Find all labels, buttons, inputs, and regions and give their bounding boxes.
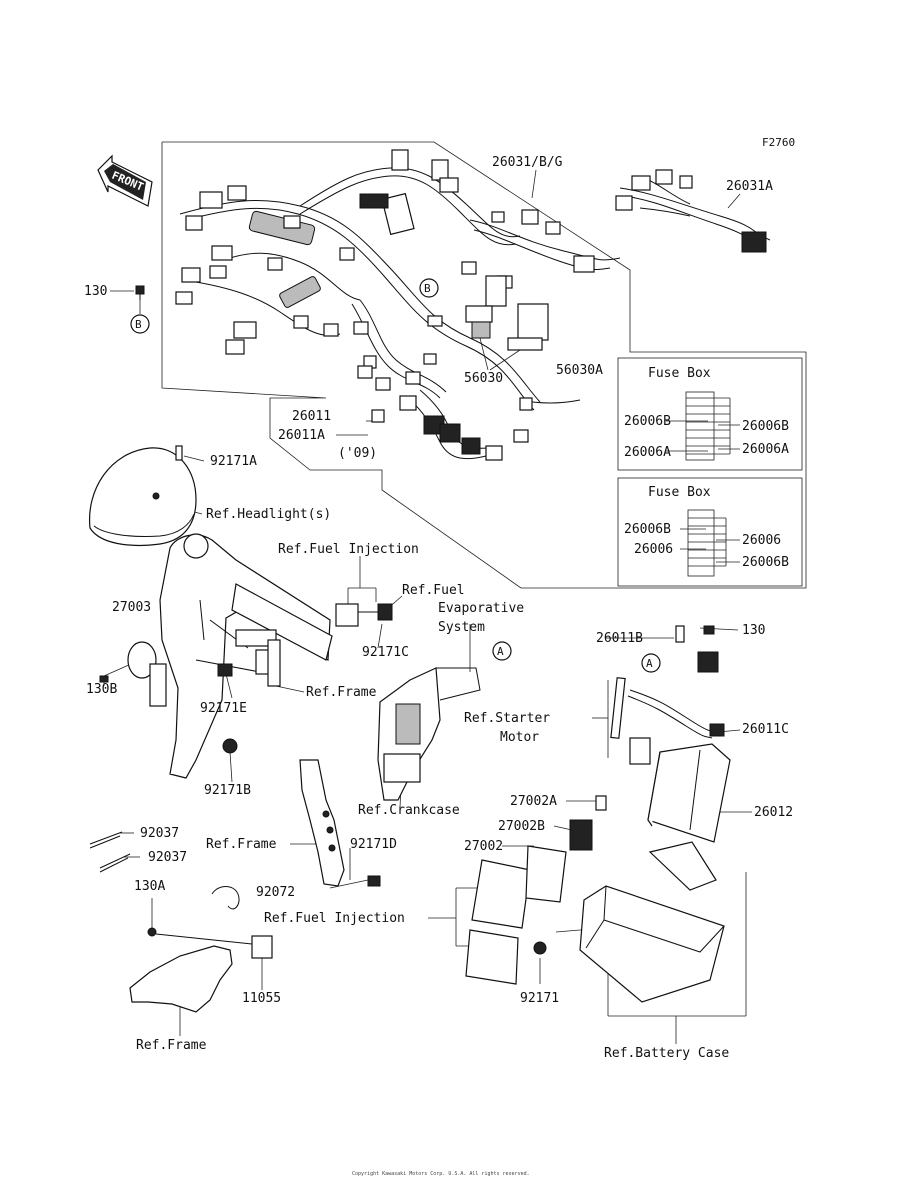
label-ref-headlight: Ref.Headlight(s) [206,507,331,522]
label-ref-fuel-injection-2: Ref.Fuel Injection [264,911,405,926]
label-92171e: 92171E [200,701,247,716]
fuse-box-2: Fuse Box 26006B 26006 26006 26006B [617,477,803,587]
label-27003: 27003 [112,600,151,615]
clip-92171c [335,603,393,627]
main-harness [175,149,621,461]
label-92171: 92171 [520,991,559,1006]
fuse-box-1: Fuse Box 26006B 26006A 26006B 26006A [617,357,803,471]
label-130b: 130B [86,682,117,697]
label-ref-fuel-injection-1: Ref.Fuel Injection [278,542,419,557]
label-26031bg: 26031/B/G [492,155,563,170]
label-27002b: 27002B [498,819,545,834]
fuse-box-1-right-bottom: 26006A [742,442,789,457]
label-92171b: 92171B [204,783,251,798]
svg-text:A: A [646,657,653,670]
marker-a-2: A [641,653,661,673]
label-26031a: 26031A [726,179,773,194]
fuse-box-2-right-top: 26006 [742,533,781,548]
frame-bracket-middle [299,759,381,887]
label-56030a: 56030A [556,363,603,378]
svg-text:B: B [135,318,142,331]
harness-group-outline [161,141,807,589]
front-arrow-icon: FRONT [97,154,153,207]
copyright-footer: Copyright Kawasaki Motors Corp. U.S.A. A… [352,1171,530,1177]
fuse-box-2-left-top: 26006B [624,522,671,537]
label-26011a: 26011A [278,428,325,443]
band-92037 [89,831,131,873]
label-130a: 130A [134,879,165,894]
battery-26012 [647,743,731,843]
ecu-27002 [465,795,607,985]
fuse-box-1-right-top: 26006B [742,419,789,434]
fuse-box-1-left-top: 26006B [624,414,671,429]
label-92171d: 92171D [350,837,397,852]
label-ref-starter-1: Ref.Starter [464,711,550,726]
marker-b-2: B [419,278,439,298]
label-26012: 26012 [754,805,793,820]
label-ref-starter-2: Motor [500,730,539,745]
fuse-box-2-left-bottom: 26006 [634,542,673,557]
fuse-box-2-right-bottom: 26006B [742,555,789,570]
label-130-d: 130 [742,623,765,638]
label-92037-a: 92037 [140,826,179,841]
label-ref-frame-3: Ref.Frame [136,1038,207,1053]
clamp-92072 [211,886,240,910]
bracket-11055 [129,927,273,1013]
figure-id: F2760 [762,136,795,149]
label-56030: 56030 [464,371,503,386]
label-92171a: 92171A [210,454,257,469]
label-26011c: 26011C [742,722,789,737]
svg-text:A: A [497,645,504,658]
label-ref-crankcase: Ref.Crankcase [358,803,460,818]
label-27002a: 27002A [510,794,557,809]
labels: 26031/B/G 26031A 130 56030 56030A 26011 … [84,155,793,1061]
marker-a-1: A [492,641,512,661]
label-ref-frame-1: Ref.Frame [306,685,377,700]
crankcase-bracket [377,667,481,801]
starter-cable [610,625,725,765]
label-11055: 11055 [242,991,281,1006]
label-92037-b: 92037 [148,850,187,865]
fuse-box-1-title: Fuse Box [648,366,711,381]
label-ref-fuel-evap-1: Ref.Fuel [402,583,465,598]
label-ref-fuel-evap-3: System [438,620,485,635]
bolt-130-icon [135,285,145,300]
label-130: 130 [84,284,107,299]
marker-b-1: B [130,314,150,334]
label-ref-fuel-evap-2: Evaporative [438,601,524,616]
label-ref-frame-2: Ref.Frame [206,837,277,852]
label-09: ('09) [338,446,377,461]
fuse-box-2-title: Fuse Box [648,485,711,500]
label-27002: 27002 [464,839,503,854]
headlight-shell [88,445,197,547]
label-92072: 92072 [256,885,295,900]
svg-text:B: B [424,282,431,295]
label-26011b: 26011B [596,631,643,646]
label-ref-battery-case: Ref.Battery Case [604,1046,729,1061]
label-92171c: 92171C [362,645,409,660]
battery-case [579,841,725,1003]
fuse-box-1-left-bottom: 26006A [624,445,671,460]
frame-bracket-27003 [99,533,333,779]
sub-harness-26031a [615,169,771,253]
label-26011: 26011 [292,409,331,424]
